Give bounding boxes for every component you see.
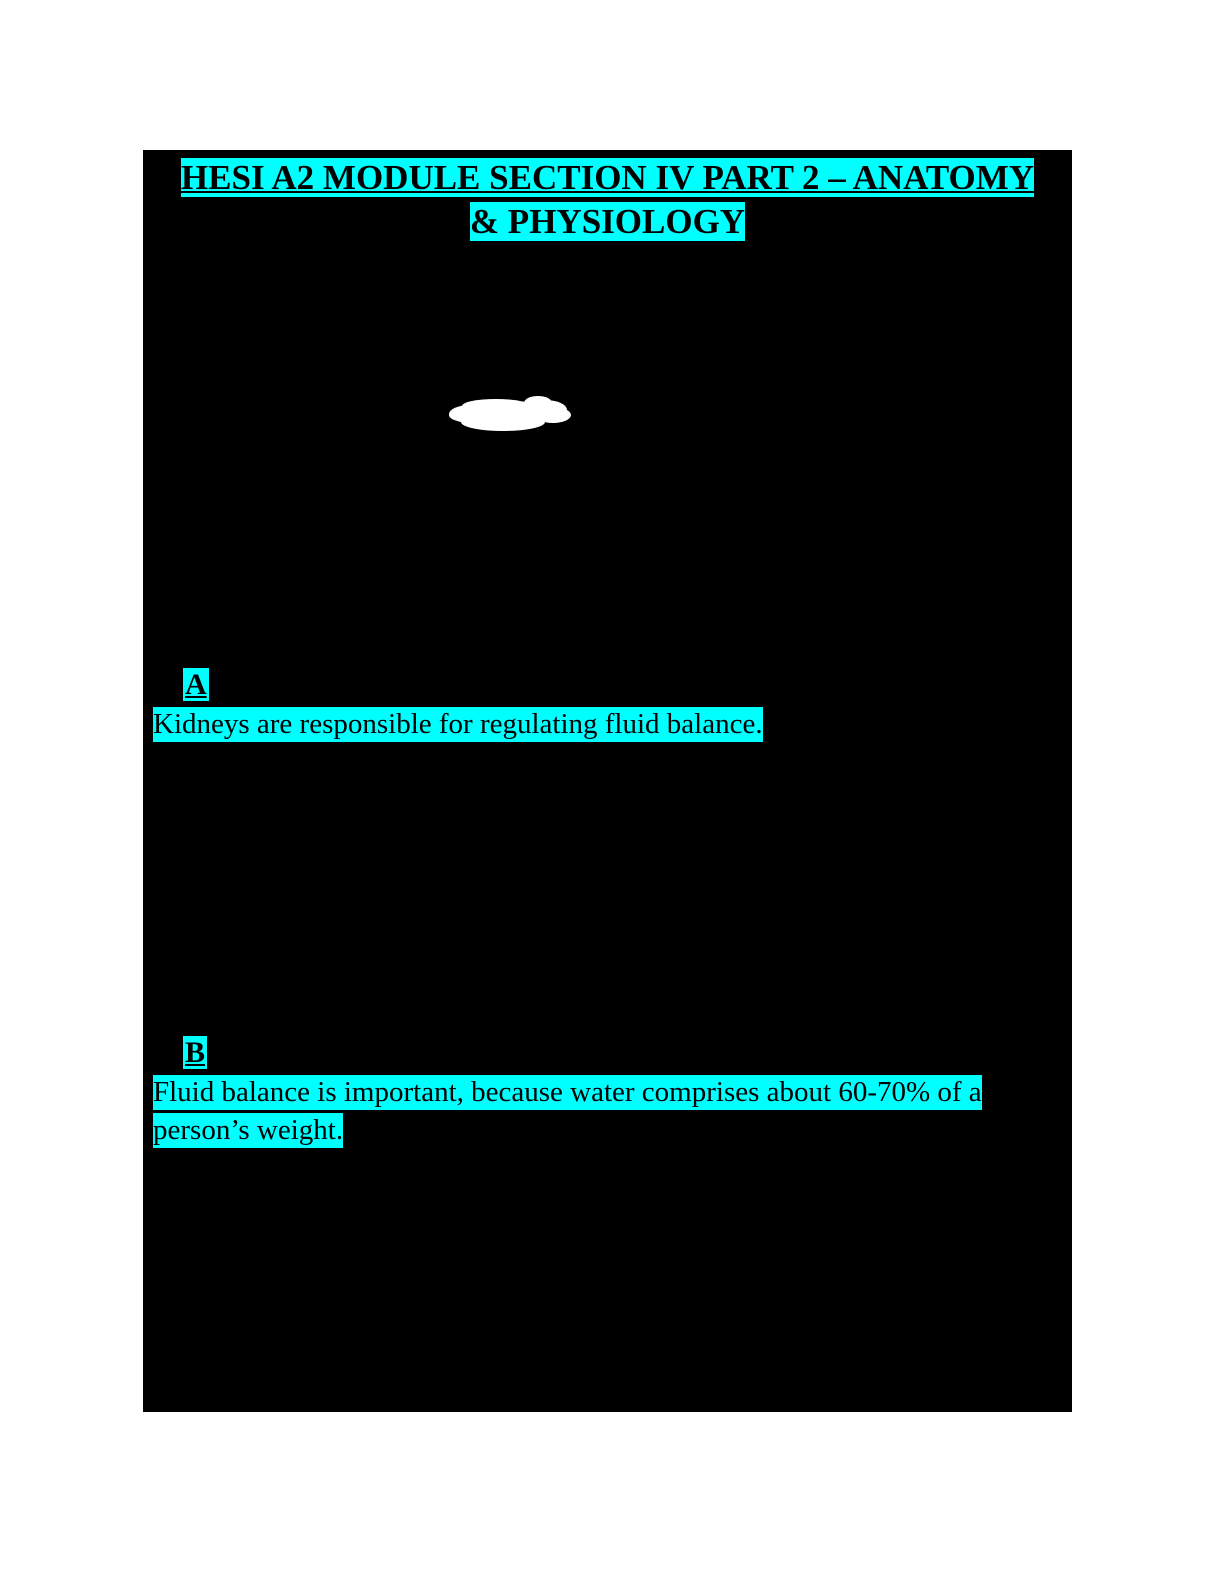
page-title-line-2: & PHYSIOLOGY	[143, 200, 1072, 244]
answer-block-b: B Fluid balance is important, because wa…	[143, 1034, 1072, 1149]
answer-text-b: Fluid balance is important, because wate…	[153, 1073, 1072, 1149]
answer-text-a: Kidneys are responsible for regulating f…	[153, 705, 1072, 743]
page-title-line-2-text: & PHYSIOLOGY	[469, 202, 746, 241]
answer-letter-a: A	[183, 666, 1072, 704]
white-brush-stroke-redaction-icon	[441, 390, 573, 436]
answer-text-a-content: Kidneys are responsible for regulating f…	[153, 707, 763, 742]
answer-letter-b-text: B	[183, 1036, 208, 1069]
answer-text-b-content: Fluid balance is important, because wate…	[153, 1075, 982, 1148]
page-title-line-1: HESI A2 MODULE SECTION IV PART 2 – ANATO…	[143, 156, 1072, 200]
page-title: HESI A2 MODULE SECTION IV PART 2 – ANATO…	[143, 156, 1072, 244]
answer-letter-a-text: A	[183, 668, 209, 701]
answer-letter-b: B	[183, 1034, 1072, 1072]
page-title-line-1-text: HESI A2 MODULE SECTION IV PART 2 – ANATO…	[180, 158, 1035, 197]
answer-block-a: A Kidneys are responsible for regulating…	[143, 666, 1072, 743]
redacted-content-block: HESI A2 MODULE SECTION IV PART 2 – ANATO…	[143, 150, 1072, 1412]
